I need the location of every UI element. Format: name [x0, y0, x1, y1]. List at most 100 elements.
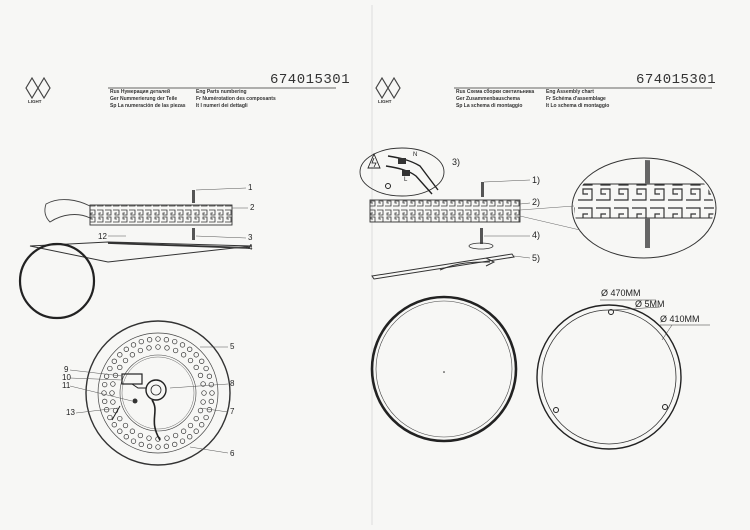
led-dot	[193, 428, 199, 434]
dimension-outer: Ø 470MM	[601, 288, 641, 298]
led-dot	[129, 352, 136, 358]
callout-7: 7	[230, 407, 235, 416]
led-dot	[155, 444, 161, 450]
led-dot	[146, 337, 153, 343]
callout-13: 13	[66, 408, 75, 417]
wire-label-l: L	[404, 177, 408, 183]
diffuser-plate	[29, 241, 253, 263]
product-code: 674015301	[270, 72, 351, 88]
diffuser-plate-right	[371, 253, 515, 280]
header-fr: Fr Numérotation des composants	[196, 96, 276, 102]
led-dot	[122, 357, 129, 364]
brand-logo-icon	[25, 76, 51, 100]
callout-6: 6	[230, 449, 235, 458]
led-dot	[117, 352, 123, 358]
screw-bottom-right	[480, 228, 483, 244]
led-dot	[187, 422, 194, 429]
led-dot	[193, 364, 199, 371]
led-dot	[201, 390, 207, 396]
led-dot	[193, 415, 199, 422]
led-dot	[180, 352, 187, 358]
led-dot	[102, 398, 108, 405]
step-4: 4)	[532, 230, 541, 240]
header-fr-right: Fr Schéma d'assemblage	[546, 96, 606, 102]
ring-top-view	[370, 295, 518, 443]
step-2: 2)	[532, 197, 541, 207]
step-3: 3)	[452, 157, 461, 167]
led-dot	[138, 441, 144, 448]
led-dot	[200, 381, 206, 387]
led-dot	[137, 432, 144, 439]
step-1: 1)	[532, 175, 541, 185]
header-sp: Sp La numeración de las piezas	[110, 103, 186, 109]
led-dot	[107, 414, 113, 421]
callout-12: 12	[98, 232, 107, 241]
led-dot	[187, 346, 193, 352]
led-dot	[164, 435, 170, 441]
led-dot	[137, 347, 144, 354]
step-5: 5)	[532, 253, 541, 263]
logo-text: LIGHT	[28, 99, 42, 104]
lamp-body-band-right	[369, 199, 521, 223]
led-dot	[155, 344, 161, 350]
led-dot	[117, 428, 123, 434]
led-dot	[172, 338, 178, 345]
led-dot	[199, 422, 205, 428]
led-dot	[107, 365, 113, 372]
lamp-body-band	[89, 204, 233, 226]
led-dot	[187, 434, 193, 440]
led-dot	[110, 399, 116, 405]
led-dot	[111, 422, 117, 428]
callout-9: 9	[64, 365, 69, 374]
led-dot	[163, 443, 170, 449]
led-dot	[179, 438, 186, 444]
header-rus: Rus Нумерация деталей	[110, 89, 171, 95]
washer	[468, 242, 494, 250]
led-dot	[129, 428, 136, 434]
left-leader-lines	[108, 187, 248, 249]
header-ger-right: Ger Zusammenbauschema	[456, 96, 520, 102]
led-dot	[179, 342, 186, 348]
dimension-inner: Ø 410MM	[660, 314, 700, 324]
led-dot	[102, 381, 108, 388]
led-dot	[199, 358, 205, 364]
led-dot	[146, 345, 152, 351]
callout-4: 4	[248, 243, 253, 252]
led-dot	[146, 435, 152, 441]
led-dot	[130, 438, 137, 444]
led-dot	[123, 434, 129, 440]
led-dot	[122, 422, 129, 429]
led-dot	[200, 399, 206, 405]
ceiling-plate-shape	[44, 199, 91, 223]
led-dot	[163, 337, 170, 343]
led-base-plate	[85, 320, 231, 466]
callout-8: 8	[230, 379, 235, 388]
product-code-right: 674015301	[636, 72, 717, 88]
led-dot	[208, 381, 214, 388]
brand-logo-icon-right	[375, 76, 401, 100]
header-ger: Ger Nummerierung der Teile	[110, 96, 178, 102]
base-leader-lines	[69, 346, 229, 454]
header-eng-right: Eng Assembly chart	[546, 89, 594, 95]
led-dot	[209, 390, 215, 396]
led-dot	[193, 352, 199, 358]
led-dot	[101, 390, 107, 396]
led-dot	[146, 443, 153, 449]
led-dot	[130, 342, 137, 348]
header-it-right: It Lo schema di montaggio	[546, 103, 610, 109]
led-dot	[155, 336, 161, 342]
led-dot	[123, 346, 129, 352]
screw-top	[192, 190, 195, 203]
callout-10: 10	[62, 373, 71, 382]
led-dot	[109, 390, 115, 396]
header-it: It I numeri dei dettagli	[196, 103, 248, 109]
led-dot	[172, 432, 179, 439]
right-leader-lines	[483, 179, 531, 259]
led-dot	[172, 347, 179, 354]
led-dot	[197, 407, 204, 414]
led-dot	[206, 373, 213, 379]
dimension-hole: Ø 5MM	[635, 299, 665, 309]
led-dot	[164, 345, 170, 351]
led-dot	[138, 338, 144, 345]
callout-5: 5	[230, 342, 235, 351]
